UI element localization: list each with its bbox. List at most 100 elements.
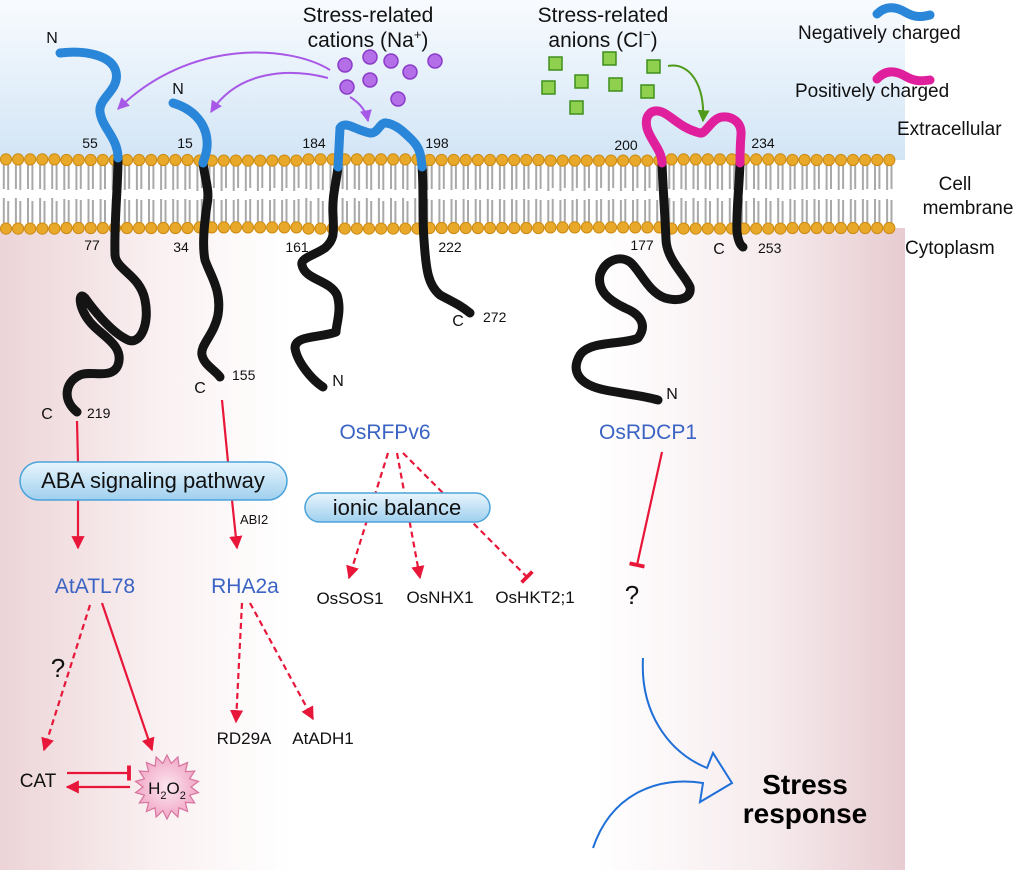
- anion-title-line2: anions (Cl−): [548, 27, 657, 52]
- lipid-head: [871, 153, 884, 167]
- lipid-head: [145, 221, 158, 235]
- lipid-head: [665, 153, 678, 166]
- anion-cluster: [541, 51, 661, 115]
- lipid-head: [362, 222, 376, 235]
- lipid-head: [278, 221, 291, 234]
- osrdcp1-extracellular-loop: [641, 106, 746, 168]
- lipid-head: [544, 154, 557, 167]
- lipid-head: [822, 153, 835, 167]
- cytoplasm-region: [0, 228, 905, 870]
- legend-negative-label: Negatively charged: [798, 23, 961, 44]
- oshkt21-label: OsHKT2;1: [495, 588, 574, 607]
- lipid-head: [459, 221, 472, 235]
- lipid-head: [241, 221, 255, 234]
- anion-arrow-to-osrdcp1: [667, 64, 710, 123]
- lipid-head: [544, 221, 557, 234]
- lipid-head: [496, 153, 509, 167]
- link-atatl78-to-aba: [75, 420, 80, 463]
- cation-arrow-to-osrfpv6: [349, 96, 372, 123]
- lipid-head: [762, 153, 775, 166]
- lipid-head: [568, 221, 581, 234]
- lipid-head: [387, 153, 400, 166]
- lipid-head: [689, 153, 702, 166]
- h2o2-node: H2O2: [134, 753, 200, 821]
- lipid-head: [169, 221, 182, 235]
- lipid-head: [96, 153, 109, 167]
- lipid-head: [24, 153, 37, 166]
- abi2-label: ABI2: [240, 512, 268, 527]
- anion-icon: [574, 74, 589, 89]
- lipid-head: [846, 153, 860, 167]
- anion-icon: [608, 77, 623, 92]
- atatl78-residue: 77: [84, 237, 100, 253]
- lipid-head: [290, 154, 303, 167]
- anion-title-line1: Stress-related: [538, 4, 669, 27]
- link-rha2a-to-atadh1: [249, 602, 314, 721]
- lipid-head: [60, 153, 73, 167]
- osrdcp1-residue: 177: [630, 237, 654, 253]
- lipid-head: [762, 222, 775, 235]
- lipid-head: [241, 154, 255, 167]
- lipid-head: [483, 153, 497, 167]
- cation-title-line2: cations (Na+): [308, 27, 429, 52]
- rha2a-c-terminus: C: [194, 380, 206, 397]
- rha2a-extracellular-segment: [168, 98, 212, 168]
- lipid-head: [883, 153, 896, 167]
- osrfpv6-residue: 184: [302, 135, 326, 151]
- lipid-head: [278, 154, 291, 167]
- lipid-head: [483, 221, 497, 235]
- positive-charge-legend-swatch: [872, 67, 935, 86]
- lipid-head: [181, 221, 194, 235]
- lipid-head: [12, 153, 25, 166]
- cation-icon: [383, 53, 399, 69]
- lipid-head: [217, 221, 230, 234]
- atadh1-label: AtADH1: [292, 729, 353, 748]
- osrfpv6-residue: 222: [438, 239, 462, 255]
- lipid-head: [750, 153, 763, 166]
- lipid-head: [350, 222, 363, 235]
- atatl78-c-terminus: C: [41, 406, 53, 423]
- lipid-head: [846, 221, 860, 235]
- lipid-head: [641, 154, 654, 167]
- cat-label: CAT: [20, 771, 57, 792]
- lipid-head: [629, 221, 642, 234]
- osrfpv6-residue: 272: [483, 309, 507, 325]
- lipid-head: [120, 153, 134, 167]
- cation-arrow-to-rha2a: [210, 72, 329, 114]
- lipid-head: [266, 221, 279, 234]
- lipid-head: [302, 153, 315, 166]
- lipid-head: [883, 221, 896, 235]
- link-aba-to-rha2a-via-abi2: [229, 499, 243, 550]
- rha2a-label: RHA2a: [211, 575, 279, 598]
- lipid-head: [72, 153, 85, 167]
- lipid-head: [96, 221, 109, 235]
- lipid-head: [447, 221, 460, 235]
- lipid-head: [36, 153, 49, 166]
- rha2a-residue: 155: [232, 367, 256, 383]
- osrfpv6-residue: 198: [425, 135, 449, 151]
- lipid-head: [580, 221, 593, 234]
- lipid-head: [508, 153, 521, 167]
- lipid-head: [157, 221, 170, 235]
- lipid-head: [169, 153, 182, 167]
- cation-icon: [402, 64, 418, 80]
- lipid-head: [641, 221, 654, 234]
- protein-rha2a: N 15 34 C 155: [168, 81, 256, 397]
- lipid-head: [229, 154, 242, 167]
- lipid-head: [617, 154, 630, 167]
- cation-arrow-to-atatl78: [117, 51, 331, 110]
- lipid-head: [689, 222, 702, 235]
- lipid-head: [24, 222, 37, 235]
- lipid-head: [12, 222, 25, 235]
- osrdcp1-label: OsRDCP1: [599, 421, 697, 444]
- lipid-head: [338, 222, 351, 235]
- lipid-head: [435, 221, 448, 235]
- lipid-head: [496, 221, 509, 235]
- osrfpv6-c-chain: [417, 162, 475, 318]
- osrdcp1-n-terminus: N: [666, 386, 678, 403]
- cation-icon: [362, 49, 378, 65]
- osrfpv6-n-terminus: N: [332, 373, 344, 390]
- osrdcp1-residue: 253: [758, 240, 782, 256]
- lipid-head: [60, 221, 73, 235]
- link-atatl78-to-h2o2: [100, 602, 155, 752]
